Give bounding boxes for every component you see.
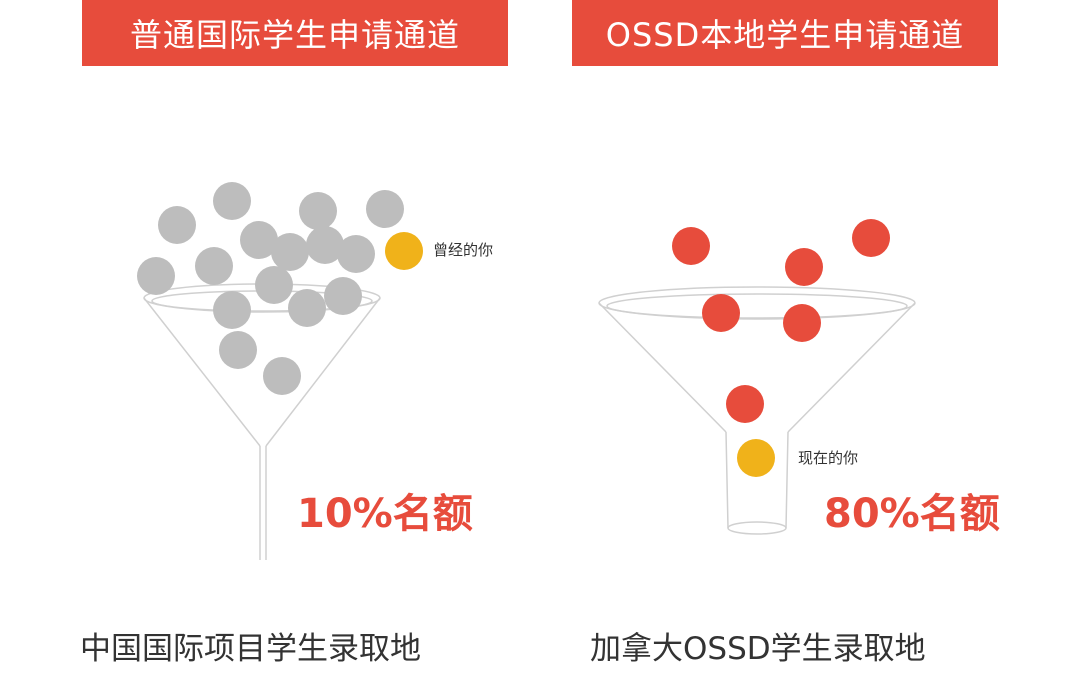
gray-ball (288, 289, 326, 327)
red-ball (785, 248, 823, 286)
gray-ball (158, 206, 196, 244)
gray-ball (213, 182, 251, 220)
right-funnel-stem (725, 431, 789, 529)
red-ball (672, 227, 710, 265)
gray-ball (337, 235, 375, 273)
gray-ball (324, 277, 362, 315)
left-quota: 10%名额 (297, 491, 473, 537)
red-ball (852, 219, 890, 257)
right-quota: 80%名额 (824, 491, 1000, 537)
gray-ball (366, 190, 404, 228)
red-ball (783, 304, 821, 342)
right-caption: 加拿大OSSD学生录取地 (590, 631, 926, 667)
red-ball (726, 385, 764, 423)
past-you-label: 曾经的你 (433, 241, 494, 259)
gray-ball (219, 331, 257, 369)
gray-ball (137, 257, 175, 295)
gray-ball (263, 357, 301, 395)
gray-ball (240, 221, 278, 259)
left-caption: 中国国际项目学生录取地 (80, 631, 421, 667)
left-balls (137, 182, 404, 395)
now-you-label: 现在的你 (798, 449, 859, 467)
red-ball (702, 294, 740, 332)
yellow-ball-now-you (737, 439, 775, 477)
gray-ball (195, 247, 233, 285)
gray-ball (271, 233, 309, 271)
right-balls (672, 219, 890, 423)
banner-international-channel: 普通国际学生申请通道 (82, 0, 508, 66)
banner-ossd-channel: OSSD本地学生申请通道 (572, 0, 998, 66)
left-funnel-stem (259, 446, 267, 560)
right-funnel (598, 286, 916, 535)
gray-ball (306, 226, 344, 264)
gray-ball (255, 266, 293, 304)
gray-ball (213, 291, 251, 329)
yellow-ball-past-you (385, 232, 423, 270)
right-funnel-bottom (727, 521, 787, 535)
right-funnel-rim-inner (606, 293, 908, 319)
gray-ball (299, 192, 337, 230)
left-funnel-cone (143, 297, 381, 447)
right-funnel-cone (598, 302, 916, 433)
